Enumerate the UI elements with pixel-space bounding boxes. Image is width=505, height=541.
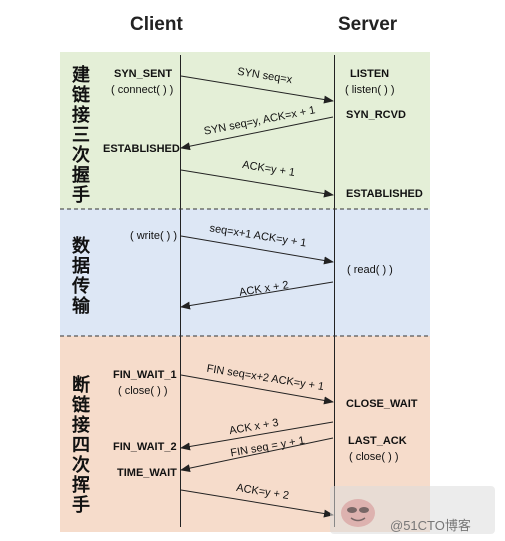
server-lifeline [334, 55, 336, 527]
client-call-close: ( close( ) ) [118, 385, 168, 397]
client-lifeline [180, 55, 182, 527]
watermark-text: @51CTO博客 [390, 518, 471, 533]
section-title-teardown: 断链接四次挥手 [69, 375, 90, 515]
server-state-close-wait: CLOSE_WAIT [346, 398, 418, 410]
arrow-fin1 [180, 374, 334, 405]
server-call-close: ( close( ) ) [349, 451, 399, 463]
client-call-write: ( write( ) ) [130, 230, 178, 242]
arrow-syn [180, 75, 334, 104]
client-call-connect: ( connect( ) ) [111, 84, 174, 96]
client-state-fin-wait-2: FIN_WAIT_2 [113, 441, 177, 453]
client-state-fin-wait-1: FIN_WAIT_1 [113, 369, 177, 381]
section-handshake-band [60, 52, 430, 209]
arrow-data-ack [180, 281, 334, 310]
arrow-syn-ack [180, 116, 334, 151]
server-state-listen: LISTEN [350, 68, 390, 80]
avatar-icon [341, 499, 375, 527]
server-state-established: ESTABLISHED [346, 188, 423, 200]
section-title-handshake: 建链接三次握手 [69, 64, 90, 205]
client-state-syn-sent: SYN_SENT [114, 68, 173, 80]
client-state-established: ESTABLISHED [103, 143, 180, 155]
arrow-ack2 [180, 421, 334, 451]
client-column-title: Client [130, 14, 183, 35]
server-column-title: Server [338, 14, 398, 35]
arrow-ack [180, 169, 334, 198]
section-data-band [60, 209, 430, 336]
arrow-last-ack [180, 489, 334, 518]
arrow-data [180, 235, 334, 265]
server-state-last-ack: LAST_ACK [348, 435, 407, 447]
server-state-syn-rcvd: SYN_RCVD [346, 109, 406, 121]
server-call-read: ( read( ) ) [347, 264, 393, 276]
section-title-data: 数据传输 [69, 236, 90, 316]
server-call-listen: ( listen( ) ) [345, 84, 395, 96]
arrow-fin2 [180, 437, 334, 473]
client-state-time-wait: TIME_WAIT [117, 467, 177, 479]
